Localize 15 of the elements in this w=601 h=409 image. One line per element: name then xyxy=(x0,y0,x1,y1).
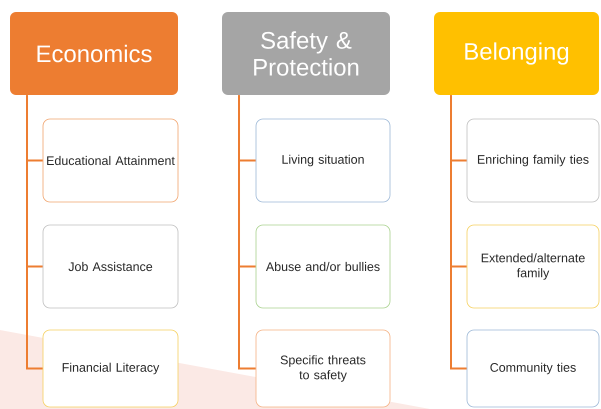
header-box: Economics xyxy=(10,12,178,95)
category-box: Educational Attainment xyxy=(42,118,178,202)
header-box: Belonging xyxy=(434,12,599,95)
category-box: Job Assistance xyxy=(42,224,178,308)
category-box: Living situation xyxy=(256,118,390,202)
category-box: Extended/alternate family xyxy=(466,224,600,308)
category-box: Community ties xyxy=(466,330,600,408)
connector-line xyxy=(238,95,256,370)
category-box: Financial Literacy xyxy=(42,330,178,408)
header-box: Safety & Protection xyxy=(222,12,390,95)
category-box: Abuse and/or bullies xyxy=(256,224,390,308)
category-box: Enriching family ties xyxy=(466,118,600,202)
connector-line xyxy=(26,95,43,370)
category-box: Specific threats to safety xyxy=(256,330,390,408)
connector-line xyxy=(450,95,467,370)
